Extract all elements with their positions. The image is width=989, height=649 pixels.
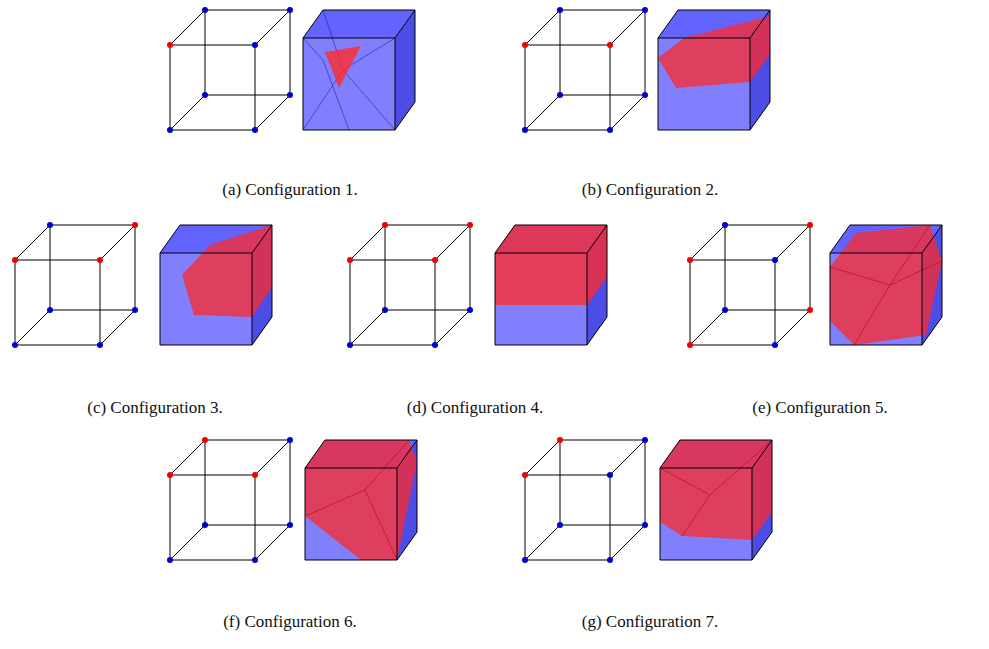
figure-caption: (d) Configuration 4. <box>407 398 543 418</box>
figure-caption: (c) Configuration 3. <box>87 398 223 418</box>
figure-caption: (f) Configuration 6. <box>223 612 357 632</box>
figure-caption: (e) Configuration 5. <box>752 398 888 418</box>
figure-caption: (a) Configuration 1. <box>222 180 358 200</box>
wire-cube <box>15 10 810 560</box>
vertex-dots <box>12 7 813 563</box>
figure-caption: (b) Configuration 2. <box>582 180 718 200</box>
rendered-cube <box>160 10 942 560</box>
figure-caption: (g) Configuration 7. <box>582 612 718 632</box>
